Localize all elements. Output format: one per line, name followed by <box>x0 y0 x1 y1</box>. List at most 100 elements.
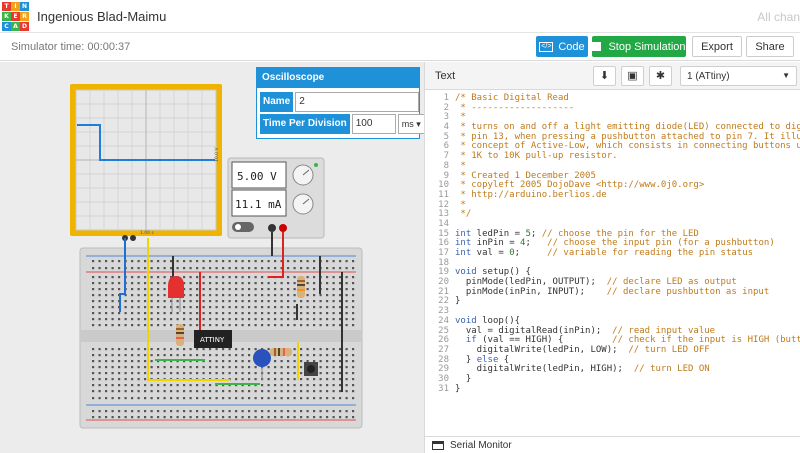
code-line[interactable]: } else { <box>455 354 510 365</box>
share-button[interactable]: Share <box>746 36 794 57</box>
code-line[interactable]: int ledPin = 5; // choose the pin for th… <box>455 228 699 239</box>
code-line[interactable]: } <box>455 373 472 384</box>
logo-letter: T <box>2 2 11 11</box>
code-line[interactable]: digitalWrite(ledPin, HIGH); // turn LED … <box>455 364 710 375</box>
logo-letter: I <box>11 2 20 11</box>
line-number: 25 <box>438 325 449 336</box>
name-input[interactable]: 2 <box>295 92 420 112</box>
code-line[interactable]: } <box>455 383 461 394</box>
line-number: 9 <box>443 170 449 181</box>
code-content[interactable]: /* Basic Digital Read * ----------------… <box>455 93 800 394</box>
resistor-capacitor[interactable] <box>270 348 292 356</box>
attiny-chip[interactable]: ATTINY <box>194 330 232 348</box>
line-number: 14 <box>438 218 449 229</box>
debug-icon[interactable]: ✱ <box>649 66 672 86</box>
code-line[interactable]: digitalWrite(ledPin, LOW); // turn LED O… <box>455 344 710 355</box>
capacitor[interactable] <box>253 349 271 380</box>
code-line[interactable]: void loop(){ <box>455 315 521 326</box>
code-line[interactable]: * turns on and off a light emitting diod… <box>455 122 800 133</box>
code-line[interactable]: * copyleft 2005 DojoDave <http://www.0j0… <box>455 180 705 191</box>
project-title[interactable]: Ingenious Blad-Maimu <box>37 9 167 24</box>
oscilloscope[interactable]: 1.00 s 10.0 V <box>70 84 222 241</box>
time-per-division-label: Time Per Division <box>260 114 350 134</box>
line-number: 12 <box>438 199 449 210</box>
logo-letter: K <box>2 12 11 21</box>
circuit-drawing: 1.00 s 10.0 V 5.00 V 11.1 mA <box>70 84 363 429</box>
chip-label: ATTINY <box>200 336 225 344</box>
code-line[interactable]: void setup() { <box>455 267 531 278</box>
line-number: 16 <box>438 238 449 249</box>
wires[interactable] <box>119 232 343 392</box>
export-button[interactable]: Export <box>692 36 742 57</box>
resistor-led[interactable] <box>176 324 184 346</box>
code-line[interactable]: pinMode(ledPin, OUTPUT); // declare LED … <box>455 277 737 288</box>
code-button-label: Code <box>558 40 585 53</box>
line-number: 19 <box>438 267 449 278</box>
time-unit-value: ms <box>401 119 414 129</box>
logo-letter: E <box>11 12 20 21</box>
code-line[interactable]: * <box>455 160 466 171</box>
line-number: 28 <box>438 354 449 365</box>
code-line[interactable]: pinMode(inPin, INPUT); // declare pushbu… <box>455 286 770 297</box>
line-number: 15 <box>438 228 449 239</box>
oscilloscope-panel: Oscilloscope Name 2 Time Per Division 10… <box>256 67 424 139</box>
time-per-division-input[interactable]: 100 <box>351 114 396 134</box>
code-line[interactable]: * concept of Active-Low, which consists … <box>455 141 800 152</box>
code-line[interactable]: int val = 0; // variable for reading the… <box>455 248 754 258</box>
pushbutton[interactable] <box>304 362 318 376</box>
line-number: 6 <box>443 141 449 152</box>
name-label: Name <box>260 92 294 112</box>
stop-simulation-button[interactable]: Stop Simulation <box>592 36 686 57</box>
line-number: 10 <box>438 180 449 191</box>
led[interactable] <box>168 276 184 312</box>
line-number: 24 <box>438 315 449 326</box>
time-unit-select[interactable]: ms ▾ <box>397 114 424 134</box>
device-select-value: 1 (ATtiny) <box>687 71 730 82</box>
logo-letter: D <box>20 22 29 31</box>
simulator-toolbar: Simulator time: 00:00:37 </> Code Stop S… <box>0 33 800 61</box>
line-number: 3 <box>443 112 449 123</box>
code-line[interactable]: */ <box>455 209 472 220</box>
scope-time-label: 1.00 s <box>140 230 154 236</box>
line-number: 23 <box>438 306 449 317</box>
device-select[interactable]: 1 (ATtiny) ▼ <box>680 66 797 86</box>
power-supply[interactable]: 5.00 V 11.1 mA <box>227 157 325 239</box>
voltage-readout: 5.00 V <box>237 170 277 183</box>
serial-monitor-bar[interactable]: Serial Monitor <box>425 436 800 453</box>
line-number: 4 <box>443 122 449 133</box>
line-number: 27 <box>438 344 449 355</box>
code-line[interactable]: if (val == HIGH) { // check if the input… <box>465 335 800 346</box>
resistor-pullup[interactable] <box>297 276 305 298</box>
download-icon[interactable]: ⬇ <box>593 66 616 86</box>
line-number: 22 <box>438 296 449 307</box>
line-number: 1 <box>443 93 449 103</box>
editor-mode[interactable]: Text <box>435 70 456 82</box>
logo-letter: N <box>20 2 29 11</box>
editor-toolbar: Text ⬇ ▣ ✱ 1 (ATtiny) ▼ <box>425 62 800 90</box>
line-number: 26 <box>438 335 449 346</box>
line-number: 7 <box>443 151 449 162</box>
code-line[interactable]: * http://arduino.berlios.de <box>455 189 607 200</box>
logo-letter: C <box>2 22 11 31</box>
code-line[interactable]: * Created 1 December 2005 <box>455 170 596 181</box>
code-line[interactable]: * ------------------- <box>455 102 575 113</box>
code-line[interactable]: val = digitalRead(inPin); // read input … <box>455 325 716 336</box>
code-line[interactable]: * <box>455 199 466 210</box>
line-number: 2 <box>443 102 449 113</box>
breadboard[interactable] <box>79 247 363 429</box>
save-status: All chan <box>757 10 800 24</box>
circuit-canvas[interactable]: 1.00 s 10.0 V 5.00 V 11.1 mA <box>0 62 424 453</box>
component-icon[interactable]: ▣ <box>621 66 644 86</box>
stop-simulation-label: Stop Simulation <box>608 40 686 53</box>
code-line[interactable]: } <box>455 296 461 307</box>
scope-voltage-label: 10.0 V <box>214 147 220 162</box>
code-line[interactable]: /* Basic Digital Read <box>455 93 569 103</box>
code-button[interactable]: </> Code <box>536 36 588 57</box>
code-line[interactable]: * pin 13, when pressing a pushbutton att… <box>460 131 800 142</box>
code-line[interactable]: int inPin = 4; // choose the input pin (… <box>455 238 775 249</box>
code-line[interactable]: * <box>455 112 466 123</box>
code-line[interactable]: * 1K to 10K pull-up resistor. <box>455 151 618 162</box>
stop-icon <box>592 42 602 51</box>
